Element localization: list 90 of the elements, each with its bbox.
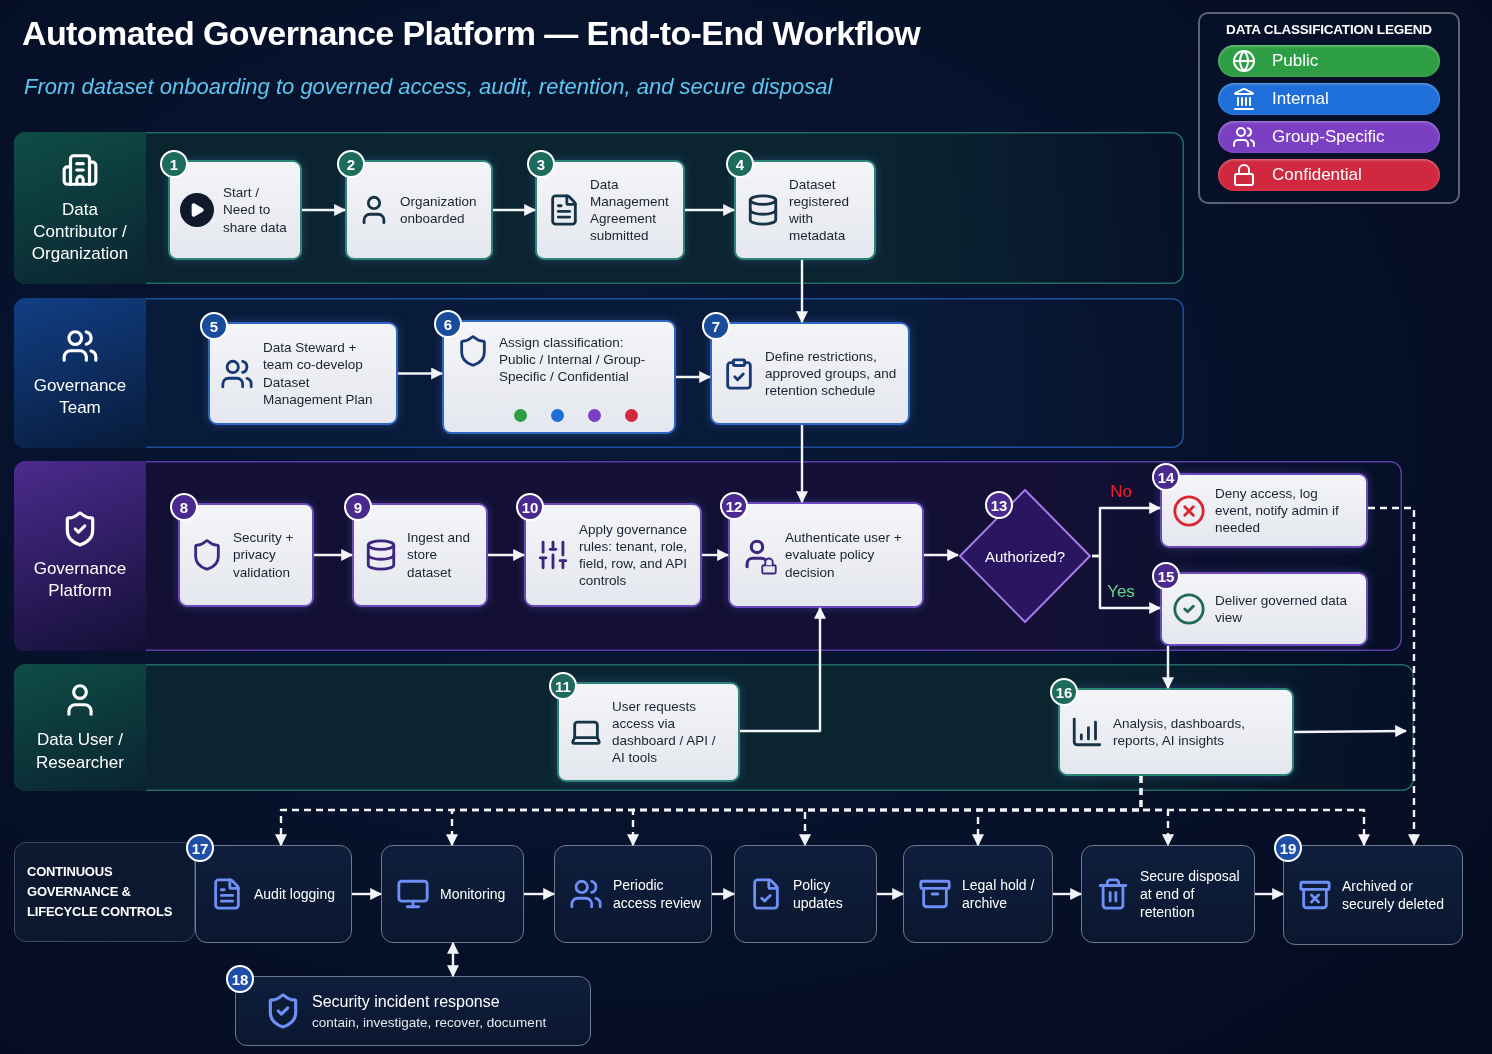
swimlane [14,461,1402,651]
title: Automated Governance Platform — End-to-End Workflow [22,14,921,53]
arrow [685,204,736,216]
step-label: Legal hold / archive [962,875,1036,913]
step-number-badge: 18 [226,965,254,993]
control-box [1081,845,1255,943]
lane-title: Governance Team [32,374,128,419]
step-number-badge: 7 [702,312,730,340]
decision-diamond [958,488,1092,624]
arrow [1294,725,1408,738]
step-label: Security incident response [312,992,501,1011]
step-label: Archived or securely deleted [1342,876,1445,914]
step-number-badge: 9 [344,493,372,521]
step-number-badge: 1 [160,150,188,178]
step-label: Define restrictions, approved groups, and retention schedule [765,347,898,400]
lane-title: Data User / Researcher [35,729,125,774]
step-label: Organization onboarded [400,192,478,228]
legend-label: Group-Specific [1272,127,1385,147]
legend-label: Public [1272,51,1319,71]
step-number-badge: 14 [1152,463,1180,491]
arrow [314,549,354,561]
arrow [702,549,730,561]
arrow [712,888,736,900]
step-detail: contain, investigate, recover, document [312,1014,547,1030]
swimlane [14,298,1184,448]
step-label: Authenticate user + evaluate policy decision [785,529,903,581]
step-number-badge: 12 [720,492,748,520]
control-box [381,845,524,943]
arrow [676,371,712,383]
arrow [493,204,537,216]
arrow [352,888,383,900]
legend-title: DATA CLASSIFICATION LEGEND [1226,22,1432,37]
step-number-badge: 4 [726,150,754,178]
swimlane [14,664,1414,791]
dashed-arrow [1139,776,1370,847]
step-number-badge: 17 [186,834,214,862]
step-label: Assign classification: Public / Internal / Group-Specific / Confidential [499,334,647,386]
step-label: Ingest and store dataset [407,529,472,581]
arrow [877,888,905,900]
double-arrow [447,941,459,978]
step-label: Analysis, dashboards, reports, AI insights [1113,714,1247,750]
step-label: Periodic access review [613,875,702,913]
step-label: Deny access, log event, notify admin if needed [1215,484,1340,537]
step-label: Apply governance rules: tenant, role, field, row, and API controls [579,520,689,590]
legend-label: Internal [1272,89,1329,109]
step-label: User requests access via dashboard / API / AI tools [612,697,717,767]
arrow [1092,554,1162,614]
subtitle: From dataset onboarding to governed access, audit, retention, and secure disposal [24,74,833,100]
step-number-badge: 8 [170,493,198,521]
step-number-badge: 3 [527,150,555,178]
arrow [1053,888,1083,900]
arrow [796,260,808,324]
step-number-badge: 10 [516,493,544,521]
lane-title: Governance Platform [32,557,128,602]
step-label: Policy updates [793,875,844,913]
step-label: Data Steward + team co-develop Dataset Management Plan [263,339,374,408]
step-number-badge: 13 [985,491,1013,519]
legend-label: Confidential [1272,165,1362,185]
step-number-badge: 15 [1152,562,1180,590]
step-number-badge: 5 [200,312,228,340]
control-box [903,845,1053,943]
step-number-badge: 2 [337,150,365,178]
lane-title: Data Contributor / Organization [30,198,130,266]
step-label: Deliver governed data view [1215,591,1349,627]
step-label: Security + privacy validation [233,529,295,581]
arrow [302,204,347,216]
step-label: Audit logging [254,884,336,904]
step-label: Start / Need to share data [223,184,288,236]
decision-label: Authorized? [984,547,1066,565]
step-label: Monitoring [440,884,507,904]
control-box [734,845,877,943]
arrow [488,549,526,561]
arrow [1162,646,1174,690]
control-box [554,845,712,943]
step-label: Dataset registered with metadata [789,175,851,245]
arrow [796,425,808,504]
arrow [740,606,826,733]
step-number-badge: 16 [1050,678,1078,706]
step-number-badge: 19 [1274,834,1302,862]
arrow [1255,888,1285,900]
arrow [924,549,960,561]
section-heading: CONTINUOUS GOVERNANCE & LIFECYCLE CONTROLS [27,862,174,922]
dashed-arrow [1368,506,1420,847]
arrow [398,367,444,380]
step-label: Secure disposal at end of retention [1140,866,1241,922]
swimlane [14,132,1184,284]
step-label: Data Management Agreement submitted [590,175,670,245]
arrow [524,888,556,900]
step-number-badge: 6 [434,310,462,338]
step-number-badge: 11 [549,672,577,700]
